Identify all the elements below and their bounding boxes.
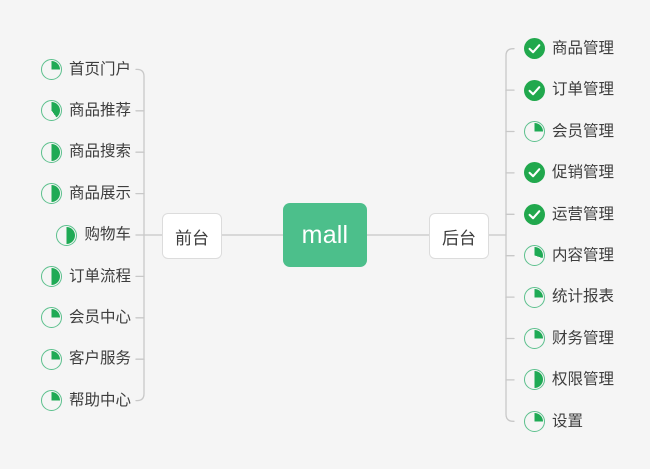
leaf-item[interactable]: 商品搜索: [40, 139, 131, 165]
leaf-item-label: 客户服务: [68, 350, 131, 368]
leaf-item-label: 首页门户: [68, 60, 131, 78]
pie-fill: [42, 143, 60, 161]
leaf-item[interactable]: 设置: [524, 408, 583, 434]
pie-fill: [42, 60, 60, 78]
leaf-item[interactable]: 会员中心: [40, 305, 131, 331]
center-node-mall[interactable]: mall: [283, 203, 367, 267]
leaf-item[interactable]: 内容管理: [524, 243, 614, 269]
pie-fill: [42, 350, 60, 368]
connector-line: [505, 48, 515, 422]
leaf-item[interactable]: 订单流程: [40, 263, 131, 289]
pie-icon: [40, 348, 62, 370]
leaf-item-label: 权限管理: [552, 371, 615, 389]
node-frontend[interactable]: 前台: [162, 213, 222, 259]
leaf-item-label: 会员中心: [68, 309, 131, 327]
leaf-item[interactable]: 帮助中心: [40, 388, 131, 414]
leaf-item-label: 商品推荐: [68, 102, 131, 120]
pie-icon: [524, 245, 545, 267]
pie-fill: [42, 309, 60, 327]
pie-fill: [526, 412, 543, 430]
pie-icon: [40, 58, 62, 80]
pie-icon: [40, 141, 62, 163]
node-frontend-label: 前台: [175, 228, 209, 248]
leaf-item-label: 商品展示: [68, 184, 131, 202]
leaf-item-label: 内容管理: [552, 246, 615, 264]
leaf-item[interactable]: 运营管理: [524, 201, 614, 227]
pie-icon: [524, 286, 545, 308]
leaf-item[interactable]: 商品推荐: [40, 98, 131, 124]
pie-fill: [42, 267, 60, 285]
leaf-item-label: 统计报表: [552, 288, 615, 306]
leaf-item-label: 购物车: [84, 226, 131, 244]
pie-fill: [526, 330, 543, 347]
pie-fill: [526, 371, 543, 389]
leaf-item-label: 促销管理: [552, 164, 615, 182]
leaf-item[interactable]: 商品展示: [40, 181, 131, 207]
leaf-item[interactable]: 首页门户: [40, 56, 131, 82]
leaf-item-label: 会员管理: [552, 122, 615, 140]
pie-icon: [524, 410, 545, 432]
leaf-item-label: 订单管理: [552, 81, 615, 99]
check-circle-icon: [524, 203, 545, 225]
center-node-label: mall: [301, 220, 349, 249]
leaf-item[interactable]: 购物车: [56, 222, 131, 248]
pie-icon: [40, 265, 62, 287]
pie-fill: [526, 288, 543, 306]
leaf-item-label: 财务管理: [552, 329, 615, 347]
leaf-item[interactable]: 统计报表: [524, 284, 614, 310]
leaf-item[interactable]: 会员管理: [524, 119, 614, 145]
pie-fill: [526, 123, 543, 140]
leaf-item-label: 订单流程: [68, 267, 131, 285]
pie-fill: [42, 392, 60, 410]
leaf-item-label: 商品搜索: [68, 143, 131, 161]
leaf-item[interactable]: 促销管理: [524, 160, 614, 186]
check-circle-icon: [524, 162, 545, 184]
leaf-item[interactable]: 客户服务: [40, 346, 131, 372]
pie-fill: [526, 247, 543, 265]
pie-icon: [40, 183, 62, 205]
pie-fill: [58, 226, 76, 244]
leaf-item[interactable]: 商品管理: [524, 36, 614, 62]
pie-icon: [40, 100, 62, 122]
pie-fill: [42, 102, 60, 120]
pie-icon: [40, 390, 62, 412]
pie-fill: [42, 185, 60, 203]
pie-icon: [524, 121, 545, 142]
check-circle-icon: [524, 38, 545, 60]
pie-icon: [524, 369, 545, 391]
leaf-item-label: 运营管理: [552, 205, 615, 223]
pie-icon: [524, 328, 545, 349]
connector-line: [135, 68, 145, 402]
node-backend-label: 后台: [442, 228, 476, 248]
leaf-item[interactable]: 财务管理: [524, 326, 614, 352]
leaf-item-label: 商品管理: [552, 39, 615, 57]
node-backend[interactable]: 后台: [429, 213, 489, 259]
leaf-item[interactable]: 权限管理: [524, 367, 614, 393]
pie-icon: [40, 307, 62, 329]
leaf-item-label: 帮助中心: [68, 391, 131, 409]
leaf-item-label: 设置: [552, 412, 584, 430]
pie-icon: [56, 224, 78, 246]
leaf-item[interactable]: 订单管理: [524, 77, 614, 103]
check-circle-icon: [524, 79, 545, 101]
